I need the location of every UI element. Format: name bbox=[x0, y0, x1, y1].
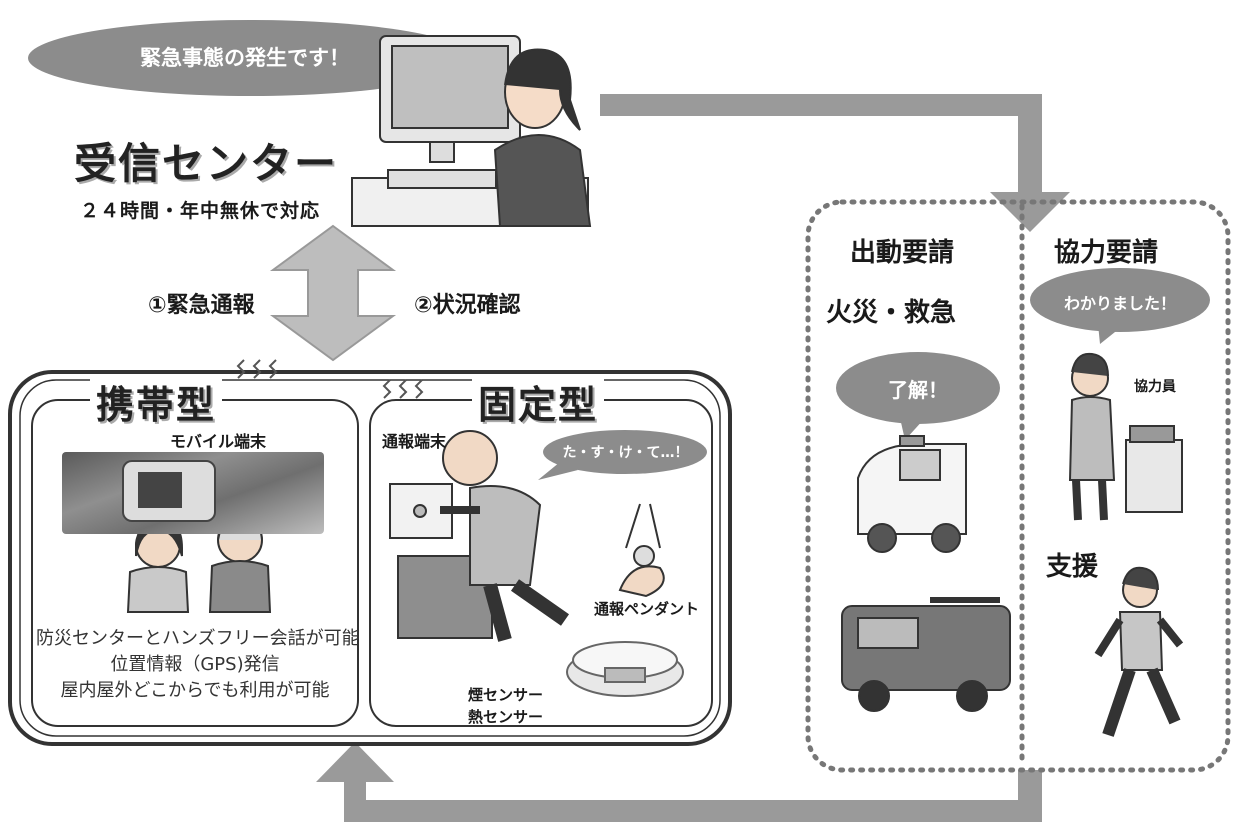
cooperation-title: 協力要請 bbox=[1054, 238, 1159, 268]
elderly-man-illustration bbox=[389, 430, 570, 642]
signal-waves-icon bbox=[236, 359, 424, 399]
portable-feature-2: 位置情報（GPS)発信 bbox=[110, 654, 280, 675]
receiving-center-title: 受信センター bbox=[74, 139, 339, 188]
fire-emergency-label: 火災・救急 bbox=[826, 298, 957, 328]
smoke-sensor-label: 煙センサー bbox=[468, 686, 544, 704]
running-woman-illustration bbox=[1094, 566, 1184, 737]
pendant-illustration bbox=[618, 503, 665, 598]
cooperation-bubble-text: わかりました！ bbox=[1063, 294, 1176, 313]
receiving-center-subtitle: ２４時間・年中無休で対応 bbox=[80, 200, 321, 222]
pendant-label: 通報ペンダント bbox=[594, 600, 700, 618]
ambulance-illustration bbox=[857, 435, 967, 553]
portable-feature-1: 防災センターとハンズフリー会話が可能 bbox=[36, 628, 360, 649]
portable-title: 携帯型 bbox=[90, 374, 223, 429]
dispatch-title: 出動要請 bbox=[850, 238, 955, 268]
mobile-terminal-photo bbox=[62, 452, 324, 534]
mobile-terminal-label: モバイル端末 bbox=[170, 432, 267, 451]
fixed-title: 固定型 bbox=[472, 374, 605, 429]
fixed-bubble-text: た・す・け・て…！ bbox=[562, 445, 689, 461]
fire-truck-illustration bbox=[841, 597, 1011, 712]
dispatch-speech-bubble bbox=[836, 352, 1000, 440]
center-bubble-text: 緊急事態の発生です！ bbox=[140, 46, 350, 70]
volunteer-illustration bbox=[1068, 352, 1183, 521]
support-label: 支援 bbox=[1046, 552, 1099, 582]
call-terminal-label: 通報端末 bbox=[382, 432, 447, 451]
operator-illustration bbox=[351, 35, 592, 227]
volunteer-label: 協力員 bbox=[1134, 379, 1176, 395]
bottom-flow-arrow bbox=[316, 742, 1042, 822]
mobile-device-icon bbox=[122, 460, 216, 522]
fixed-speech-bubble bbox=[538, 430, 707, 480]
smoke-sensor-illustration bbox=[566, 641, 684, 697]
status-check-label: ②状況確認 bbox=[414, 293, 521, 318]
top-flow-arrow bbox=[600, 94, 1070, 232]
two-way-arrow bbox=[269, 224, 397, 362]
dispatch-bubble-text: 了解！ bbox=[888, 378, 948, 402]
emergency-call-label: ①緊急通報 bbox=[148, 293, 255, 318]
portable-feature-3: 屋内屋外どこからでも利用が可能 bbox=[60, 680, 330, 701]
right-dotted-panel bbox=[805, 199, 1231, 773]
cooperation-speech-bubble bbox=[1030, 268, 1210, 344]
heat-sensor-label: 熱センサー bbox=[468, 708, 544, 726]
